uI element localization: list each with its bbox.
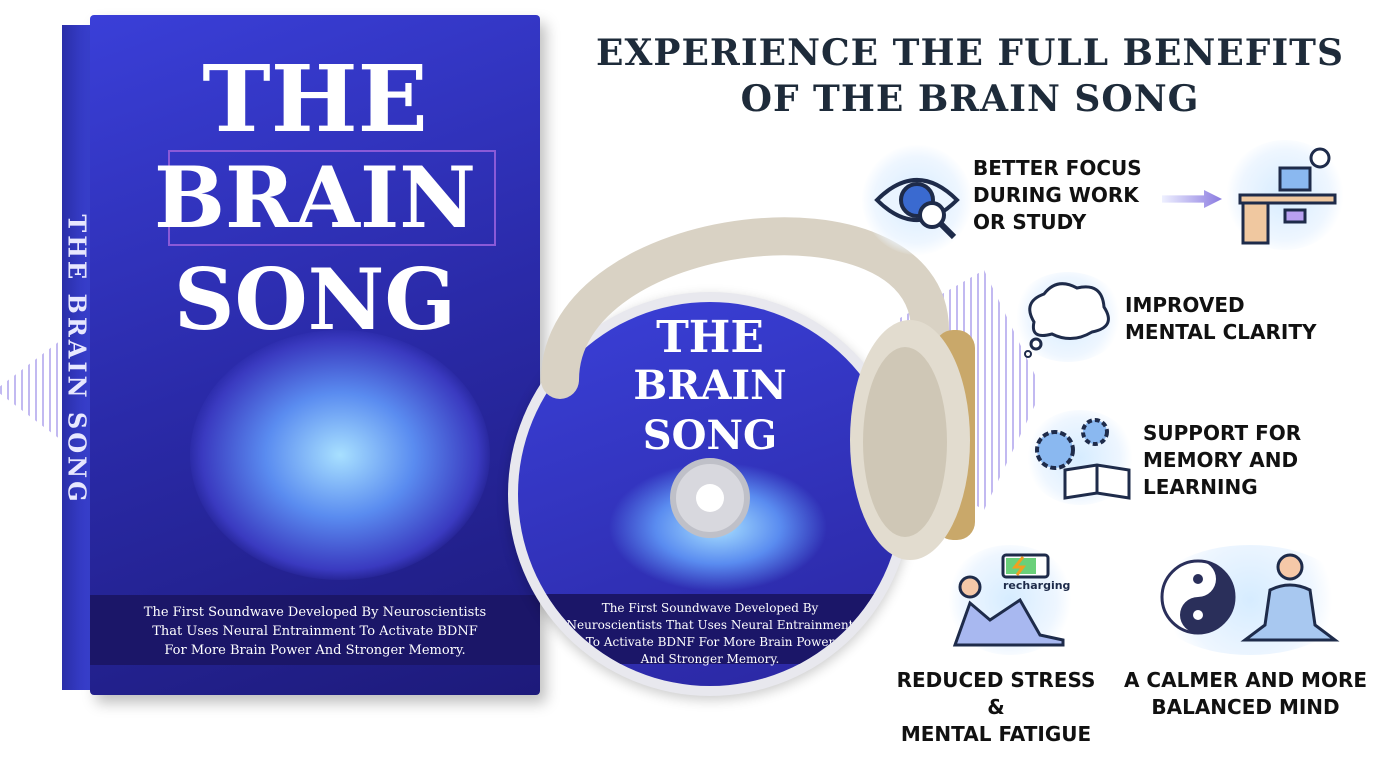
benefit-text: MENTAL FATIGUE <box>900 722 1092 746</box>
book-spine: THE BRAIN SONG <box>62 25 94 690</box>
benefit-text: MENTAL CLARITY <box>1125 320 1317 344</box>
gears-book-icon <box>1025 410 1135 505</box>
eye-magnifier-icon <box>862 145 972 255</box>
tagline-line: Neuroscientists That Uses Neural Entrain… <box>566 618 854 632</box>
headline-line-2: OF THE BRAIN SONG <box>740 78 1200 120</box>
benefit-text: BETTER FOCUS <box>973 156 1142 180</box>
tagline-line: To Activate BDNF For More Brain Power <box>585 635 835 649</box>
headline: EXPERIENCE THE FULL BENEFITS OF THE BRAI… <box>560 30 1380 122</box>
recharging-label: recharging <box>1003 579 1071 592</box>
benefit-text: DURING WORK <box>973 183 1139 207</box>
tagline-line: The First Soundwave Developed By Neurosc… <box>143 605 487 620</box>
headline-line-1: EXPERIENCE THE FULL BENEFITS <box>596 32 1344 74</box>
arrow-right-icon <box>1162 190 1222 208</box>
benefit-text: REDUCED STRESS & <box>896 668 1096 719</box>
benefit-focus: BETTER FOCUS DURING WORK OR STUDY <box>973 155 1142 236</box>
yin-yang-meditation-icon <box>1150 545 1350 655</box>
benefit-text: SUPPORT FOR <box>1143 421 1302 445</box>
benefit-stress: REDUCED STRESS & MENTAL FATIGUE <box>886 667 1106 748</box>
disc-title-song: SONG <box>642 412 778 459</box>
benefit-text: IMPROVED <box>1125 293 1245 317</box>
benefit-text: OR STUDY <box>973 210 1087 234</box>
benefit-text: LEARNING <box>1143 475 1258 499</box>
disc-hole <box>670 458 750 538</box>
disc-title-brain: BRAIN <box>633 362 787 409</box>
tagline-line: For More Brain Power And Stronger Memory… <box>164 643 466 658</box>
brain-image <box>190 330 490 580</box>
benefit-text: A CALMER AND MORE <box>1123 668 1368 692</box>
thought-cloud-icon <box>1012 272 1124 362</box>
disc-tagline: The First Soundwave Developed By Neurosc… <box>518 594 902 666</box>
benefit-text: BALANCED MIND <box>1151 695 1340 719</box>
tagline-line: That Uses Neural Entrainment To Activate… <box>152 624 478 639</box>
tagline-line: The First Soundwave Developed By <box>601 601 819 615</box>
benefit-calm: A CALMER AND MORE BALANCED MIND <box>1118 667 1373 721</box>
book-title-the: THE <box>202 45 428 153</box>
desk-workstation-icon <box>1225 140 1345 250</box>
title-frame <box>168 150 496 246</box>
reclining-person-battery-icon: recharging <box>945 545 1075 655</box>
benefit-text: MEMORY AND <box>1143 448 1299 472</box>
spine-title: THE BRAIN SONG <box>62 214 92 505</box>
tagline-line: And Stronger Memory. <box>640 652 780 666</box>
benefit-clarity: IMPROVED MENTAL CLARITY <box>1125 292 1316 346</box>
book-title-brain: BRAIN <box>153 148 477 247</box>
disc-title-the: THE <box>656 312 764 363</box>
benefit-memory: SUPPORT FOR MEMORY AND LEARNING <box>1143 420 1301 501</box>
book-tagline: The First Soundwave Developed By Neurosc… <box>90 595 540 665</box>
book-title-song: SONG <box>173 250 457 349</box>
